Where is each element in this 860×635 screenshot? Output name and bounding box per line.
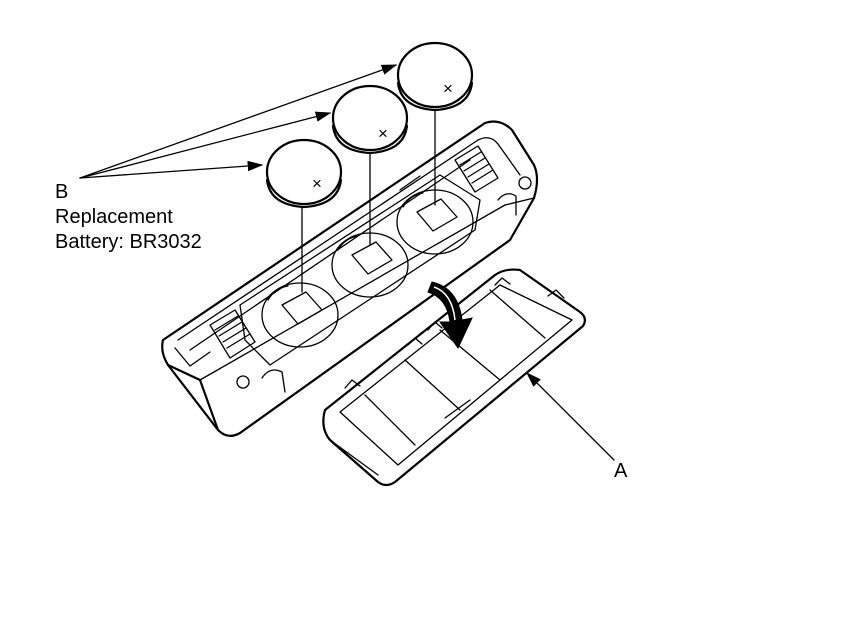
polarity-mark-1: × — [312, 174, 322, 193]
polarity-mark-3: × — [443, 79, 453, 98]
screw-boss-left — [236, 375, 250, 389]
placement-guides — [301, 109, 436, 293]
socket-1 — [261, 282, 339, 348]
screw-boss-right — [518, 176, 532, 190]
label-battery-type: Battery: BR3032 — [55, 231, 202, 253]
battery-leaders — [79, 64, 398, 179]
battery-1: × — [265, 138, 343, 209]
remote-housing — [161, 120, 539, 437]
label-replacement: Replacement — [55, 206, 173, 228]
polarity-mark-2: × — [378, 124, 388, 143]
removal-arrow — [427, 281, 473, 350]
battery-2: × — [331, 84, 409, 155]
label-b: B — [55, 181, 68, 203]
cover-leader — [526, 372, 615, 461]
left-grip — [209, 309, 256, 359]
label-a: A — [614, 460, 628, 482]
right-grip — [454, 145, 499, 193]
battery-cover — [322, 268, 587, 487]
battery-3: × — [396, 41, 474, 112]
